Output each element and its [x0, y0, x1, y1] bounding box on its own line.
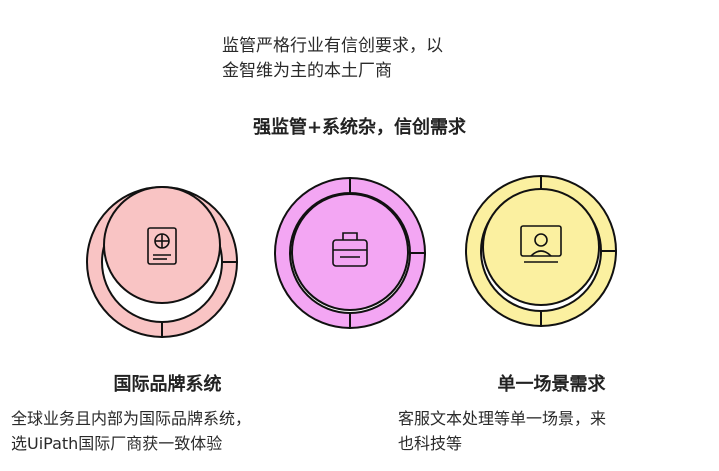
middle-inner-circle [291, 193, 409, 311]
node-middle [274, 176, 427, 330]
right-description: 客服文本处理等单一场景，来 也科技等 [398, 406, 606, 456]
top-description-line2: 金智维为主的本土厂商 [222, 61, 392, 81]
passport-icon [147, 227, 177, 265]
right-inner-circle [482, 188, 600, 306]
node-left [86, 185, 239, 339]
left-description-line2: 选UiPath国际厂商获一致体验 [11, 434, 223, 453]
left-title: 国际品牌系统 [113, 374, 222, 395]
left-description: 全球业务且内部为国际品牌系统， 选UiPath国际厂商获一致体验 [11, 406, 251, 456]
briefcase-icon [332, 232, 368, 267]
left-description-line1: 全球业务且内部为国际品牌系统， [11, 409, 252, 428]
top-description-line1: 监管严格行业有信创要求，以 [222, 36, 443, 56]
node-right [465, 174, 618, 328]
right-title: 单一场景需求 [497, 374, 606, 395]
top-title: 强监管+系统杂，信创需求 [252, 117, 467, 138]
support-agent-icon [520, 225, 562, 263]
right-description-line2: 也科技等 [398, 434, 463, 453]
top-description: 监管严格行业有信创要求，以 金智维为主的本土厂商 [222, 34, 443, 84]
right-description-line1: 客服文本处理等单一场景，来 [398, 409, 607, 428]
left-outer-arc-bottom [161, 261, 239, 339]
